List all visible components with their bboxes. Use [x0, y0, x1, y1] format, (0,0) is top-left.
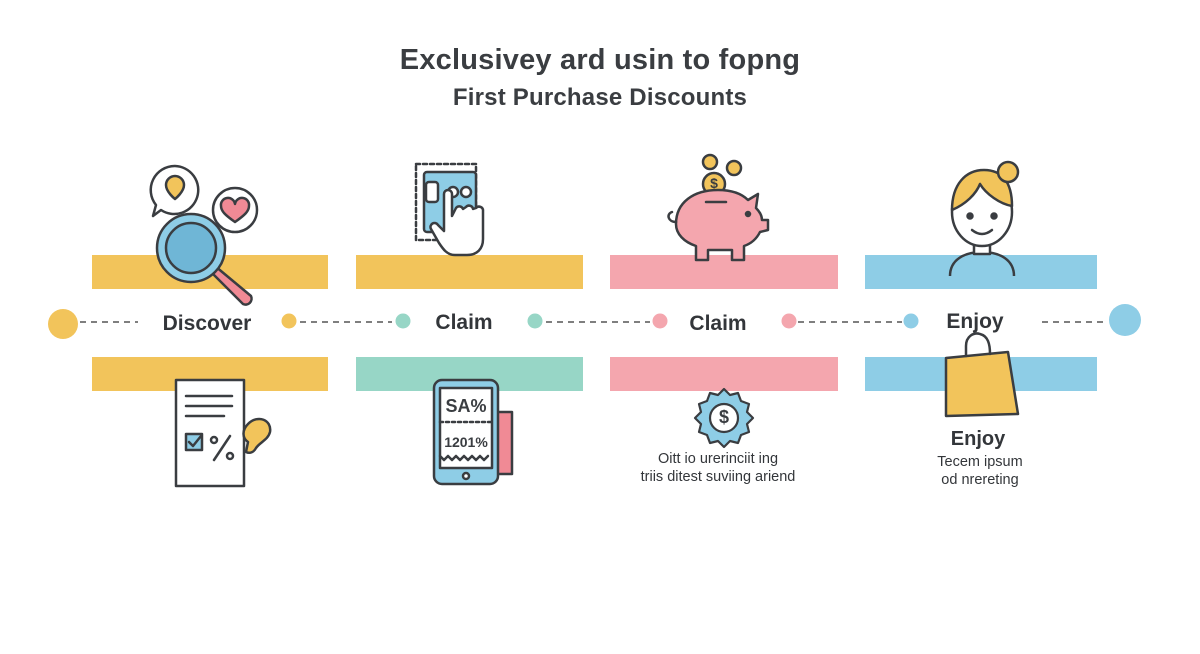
description-line: od nrereting: [941, 472, 1019, 488]
band-claim1-top: [356, 255, 583, 289]
coin-symbol: $: [710, 175, 718, 191]
phone-text-2: 1201%: [444, 434, 488, 450]
stage-label-claim-2: Claim: [689, 312, 747, 335]
coupon-percent-document-icon: [174, 378, 272, 488]
phone-text-1: SA%: [445, 396, 487, 416]
badge-symbol: $: [718, 407, 729, 427]
stage-description-claim: Oitt io urerinciit ing triis ditest suvi…: [641, 450, 796, 486]
magnifier-location-heart-icon: [149, 164, 259, 306]
shopping-bag-icon: [944, 332, 1020, 418]
timeline-end-dot: [1109, 304, 1141, 336]
piggy-bank-coins-icon: [667, 153, 770, 262]
band-claim2-top: [610, 255, 838, 289]
timeline-dot: [527, 313, 543, 329]
timeline-dot: [781, 313, 797, 329]
description-line: triis ditest suviing ariend: [640, 469, 796, 485]
stage-label-discover: Discover: [162, 312, 252, 335]
dollar-badge-icon: [693, 387, 755, 449]
stage-description-enjoy: Tecem ipsum od nrereting: [937, 453, 1022, 489]
stage-label-claim-1: Claim: [435, 311, 493, 334]
timeline-dot: [652, 313, 668, 329]
title-line-2: First Purchase Discounts: [452, 84, 748, 111]
hand-tap-ticket-icon: [414, 162, 485, 257]
timeline-dot: [903, 313, 919, 329]
description-line: Tecem ipsum: [937, 454, 1023, 470]
timeline-dot: [281, 313, 297, 329]
smiling-person-icon: [948, 160, 1020, 276]
phone-discount-icon: [432, 378, 514, 486]
stage-label-enjoy: Enjoy: [946, 310, 1004, 333]
band-claim2-bottom: [610, 357, 838, 391]
enjoy-sub-label: Enjoy: [950, 428, 1006, 450]
description-line: Oitt io urerinciit ing: [657, 451, 779, 467]
timeline-dot: [395, 313, 411, 329]
timeline-start-dot: [48, 309, 78, 339]
title-line-1: Exclusivey ard usin to fopng: [399, 44, 801, 76]
